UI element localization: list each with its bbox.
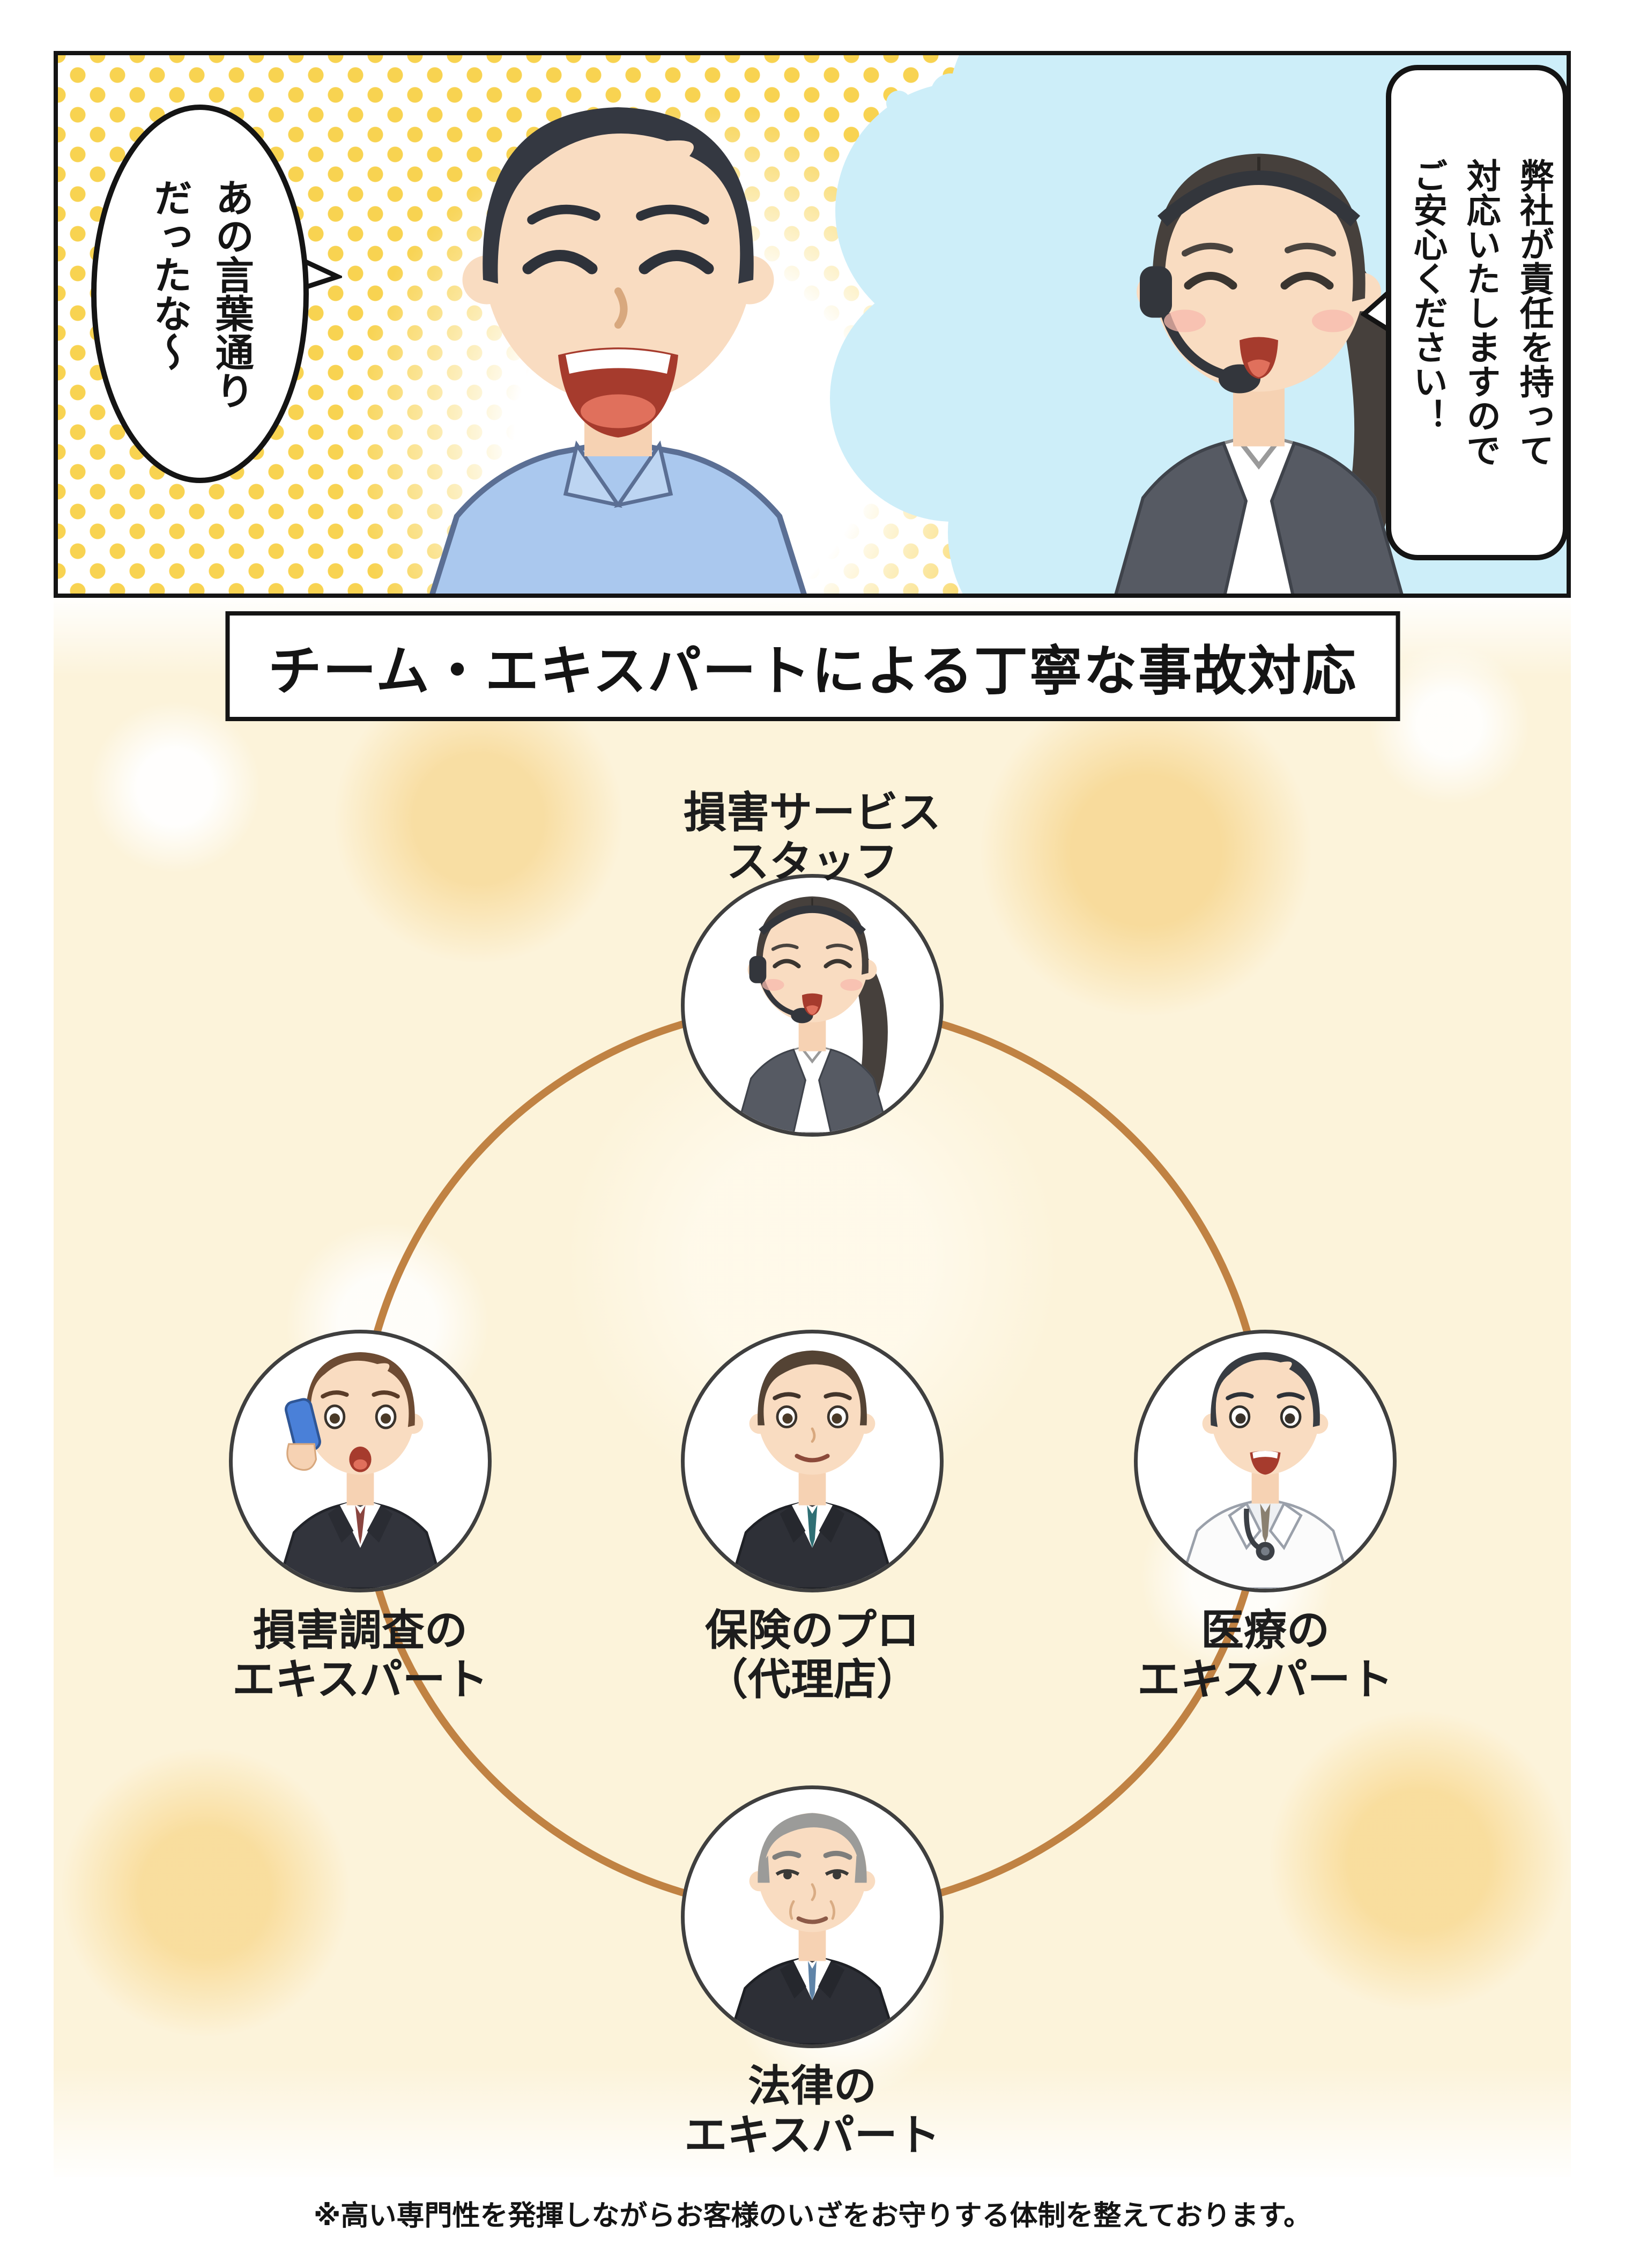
team-diagram-panel: 損害サービス スタッフ 損害調査の エキスパート 保険のプロ （代理店） 医療の… <box>54 598 1571 2177</box>
node-medical-expert <box>1134 1330 1397 1592</box>
operator-speech-bubble: 弊社が責任を持って 対応いたしますので ご安心ください！ <box>1361 63 1567 562</box>
node-insurance-pro-agency <box>681 1330 944 1592</box>
label-insurance-pro-agency: 保険のプロ （代理店） <box>705 1605 919 1704</box>
speech-bubble-shape <box>1361 65 1567 560</box>
label-damage-investigation-expert: 損害調査の エキスパート <box>232 1605 488 1704</box>
node-damage-investigation-expert <box>229 1330 492 1592</box>
customer-speech-text: あの言葉通り だったな〜 <box>147 178 254 410</box>
insurance-pro-avatar-icon <box>685 1333 940 1589</box>
doctor-avatar-icon <box>1138 1333 1393 1589</box>
operator-headset-avatar-icon <box>685 878 940 1133</box>
customer-speech-bubble: あの言葉通り だったな〜 <box>90 101 342 487</box>
thought-bubble-tail-dot <box>931 73 970 113</box>
footer-note: ※高い専門性を発揮しながらお客様のいざをお守りする体制を整えております。 <box>313 2200 1312 2232</box>
node-damage-service-staff <box>681 874 944 1137</box>
lawyer-avatar-icon <box>685 1789 940 2044</box>
customer-character <box>337 51 900 598</box>
section-title-banner: チーム・エキスパートによる丁寧な事故対応 <box>225 611 1400 721</box>
thought-bubble-tail-dot <box>886 91 911 115</box>
operator-speech-text: 弊社が責任を持って 対応いたしますので ご安心ください！ <box>1407 158 1554 467</box>
label-legal-expert: 法律の エキスパート <box>684 2061 940 2160</box>
comic-panel: あの言葉通り だったな〜 弊社が責任を持って 対応いたしますので ご安心ください… <box>54 51 1571 598</box>
investigator-phone-avatar-icon <box>233 1333 488 1589</box>
speech-bubble-shape <box>91 105 342 483</box>
label-damage-service-staff: 損害サービス スタッフ <box>684 788 941 887</box>
label-medical-expert: 医療の エキスパート <box>1137 1605 1393 1704</box>
node-legal-expert <box>681 1785 944 2048</box>
